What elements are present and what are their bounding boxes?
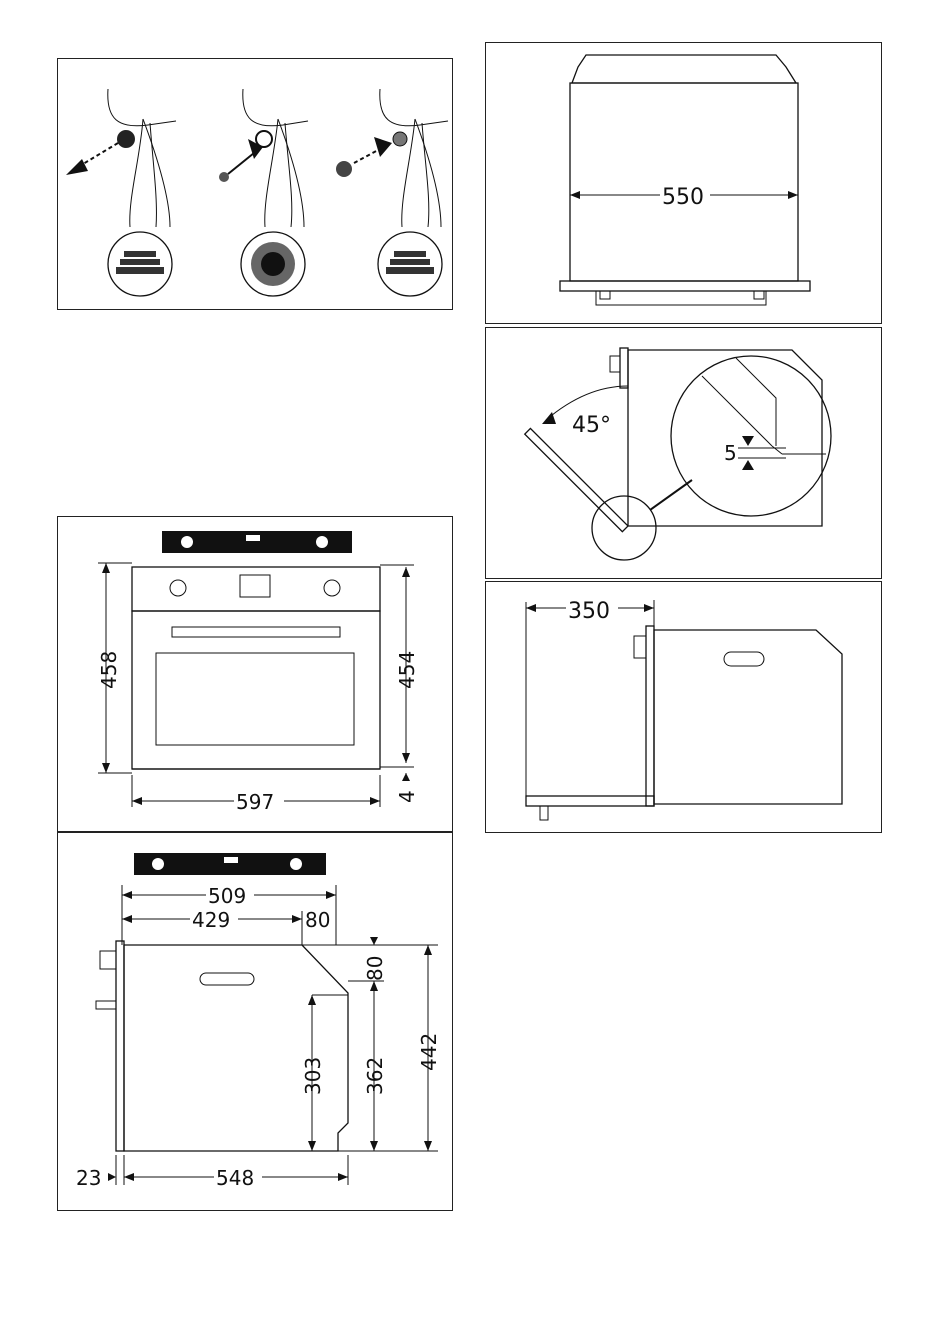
dim-h3: 442 [417, 1033, 441, 1071]
dim-clearance: 350 [568, 599, 610, 624]
arrow-in-icon [374, 137, 392, 157]
dim-width: 550 [662, 185, 704, 210]
dim-gap: 4 [395, 790, 419, 803]
dim-depth-top: 80 [305, 908, 330, 932]
panel-door-angle: 45° 5 [485, 327, 882, 579]
zoom-circle-small [592, 496, 656, 560]
top-drawing: 550 [486, 43, 883, 325]
plug-circle [117, 130, 135, 148]
dim-depth-bottom: 548 [216, 1166, 254, 1190]
dim-depth-body: 429 [192, 908, 230, 932]
control-panel [132, 567, 380, 611]
dim-gap: 5 [724, 441, 737, 465]
panel-front-dimensions: 458 454 4 597 [57, 516, 453, 832]
opened-door [525, 428, 628, 531]
dim-height-left: 458 [97, 651, 121, 689]
step-3 [336, 89, 448, 296]
front-drawing: 458 454 4 597 [58, 517, 454, 833]
door-angle-drawing: 45° 5 [486, 328, 883, 580]
side-drawing: 509 429 80 303 362 80 442 [58, 833, 454, 1212]
dim-angle: 45° [572, 413, 611, 438]
step-2 [219, 89, 308, 296]
step-1 [66, 89, 176, 296]
dim-right-top: 80 [363, 956, 387, 981]
dim-h2: 362 [363, 1057, 387, 1095]
panel-plug-steps [57, 58, 453, 310]
oven-body [124, 945, 348, 1151]
panel-clearance: 350 [485, 581, 882, 833]
oven-body [654, 630, 842, 804]
clearance-drawing: 350 [486, 582, 883, 834]
dim-width: 597 [236, 790, 274, 814]
panel-side-dimensions: 509 429 80 303 362 80 442 [57, 832, 453, 1211]
panel-top-width: 550 [485, 42, 882, 324]
plug-steps-drawing [58, 59, 454, 311]
plug-circle [336, 161, 352, 177]
dim-height-right: 454 [395, 651, 419, 689]
arrow-out-icon [66, 159, 88, 175]
dim-door: 23 [76, 1166, 101, 1190]
dim-depth-total: 509 [208, 884, 246, 908]
dim-h1: 303 [301, 1057, 325, 1095]
